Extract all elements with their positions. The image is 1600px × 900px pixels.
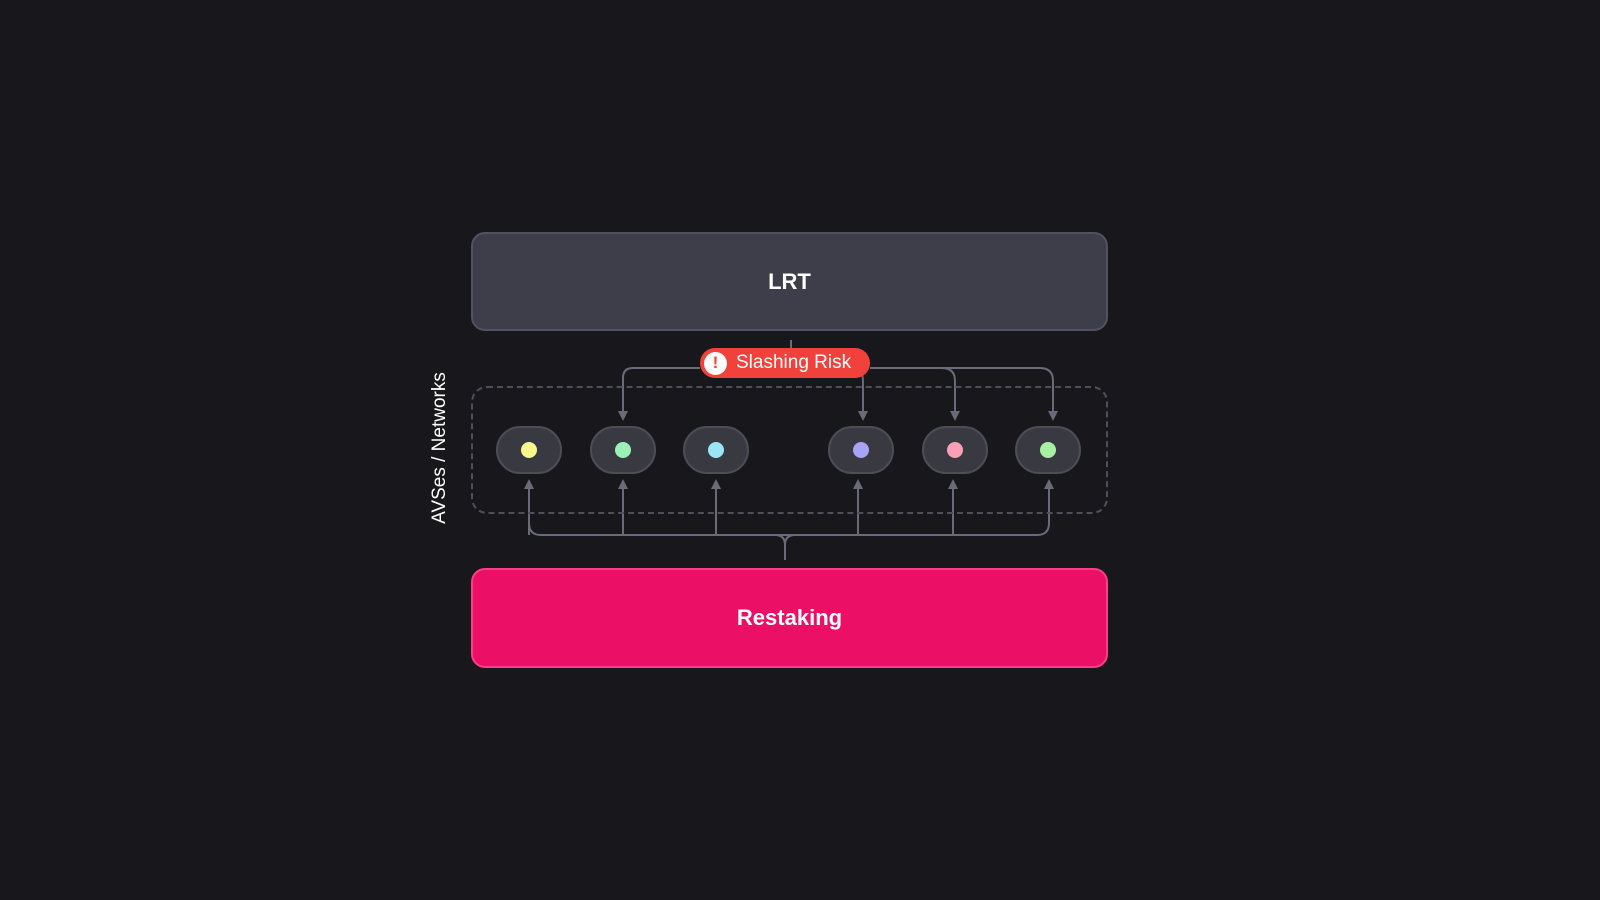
avs-node-dot [947, 442, 963, 458]
slashing-risk-label: Slashing Risk [736, 352, 852, 373]
restaking-label: Restaking [736, 605, 843, 630]
restaking-corner-1 [528, 522, 542, 536]
slashing-line-node-6 [942, 367, 1058, 421]
avs-node-2 [590, 426, 656, 474]
avs-node-4 [828, 426, 894, 474]
avs-node-5 [922, 426, 988, 474]
avs-node-dot [708, 442, 724, 458]
avs-node-dot [615, 442, 631, 458]
avs-network-group [471, 386, 1108, 514]
avs-node-3 [683, 426, 749, 474]
avs-group-label: AVSes / Networks [429, 372, 450, 524]
avs-node-1 [496, 426, 562, 474]
avs-node-dot [853, 442, 869, 458]
exclamation-icon: ! [704, 351, 727, 375]
restaking-box: Restaking [471, 568, 1108, 668]
slashing-risk-badge: ! Slashing Risk [700, 348, 870, 378]
slashing-line-node-2 [618, 367, 700, 421]
lrt-box: LRT [471, 232, 1108, 331]
avs-node-dot [1040, 442, 1056, 458]
restaking-corner-6 [1036, 522, 1050, 536]
lrt-label: LRT [768, 268, 811, 294]
avs-node-6 [1015, 426, 1081, 474]
avs-node-dot [521, 442, 537, 458]
restaking-stem [774, 534, 786, 560]
restaking-stem-right [784, 534, 796, 546]
